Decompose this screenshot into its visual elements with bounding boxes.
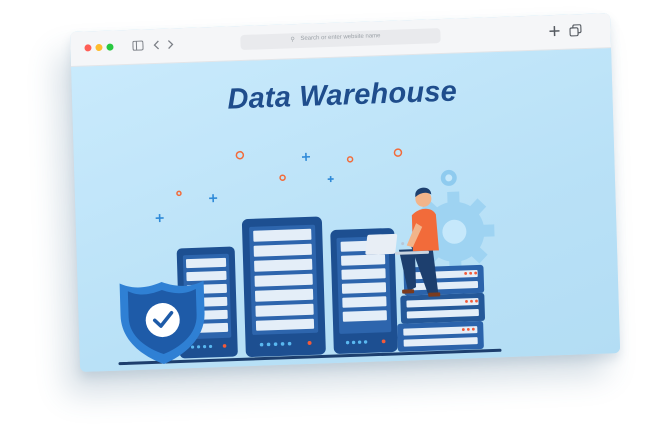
address-placeholder: Search or enter website name <box>300 33 381 42</box>
server-rack-2 <box>241 216 326 357</box>
new-tab-plus-icon[interactable] <box>548 25 560 39</box>
security-shield-icon <box>119 280 205 365</box>
decoration-plus <box>155 152 334 223</box>
server-rack-3 <box>330 228 398 354</box>
person-with-laptop <box>365 187 441 297</box>
address-bar[interactable]: ⚲ Search or enter website name <box>240 28 441 51</box>
data-warehouse-illustration <box>118 148 502 366</box>
back-chevron-icon[interactable] <box>152 40 160 52</box>
browser-window: ⚲ Search or enter website name Data Ware… <box>70 13 621 372</box>
tab-overview-icon[interactable] <box>569 24 582 38</box>
minimize-button[interactable] <box>95 43 103 52</box>
sidebar-icon[interactable] <box>132 40 144 52</box>
close-button[interactable] <box>84 44 92 52</box>
zoom-button[interactable] <box>106 43 114 51</box>
decoration-circles <box>176 148 403 197</box>
floor-line <box>118 348 502 366</box>
forward-chevron-icon[interactable] <box>166 39 174 51</box>
browser-toolbar: ⚲ Search or enter website name <box>70 13 612 68</box>
page-content: Data Warehouse <box>71 48 621 372</box>
server-stack <box>397 264 486 352</box>
